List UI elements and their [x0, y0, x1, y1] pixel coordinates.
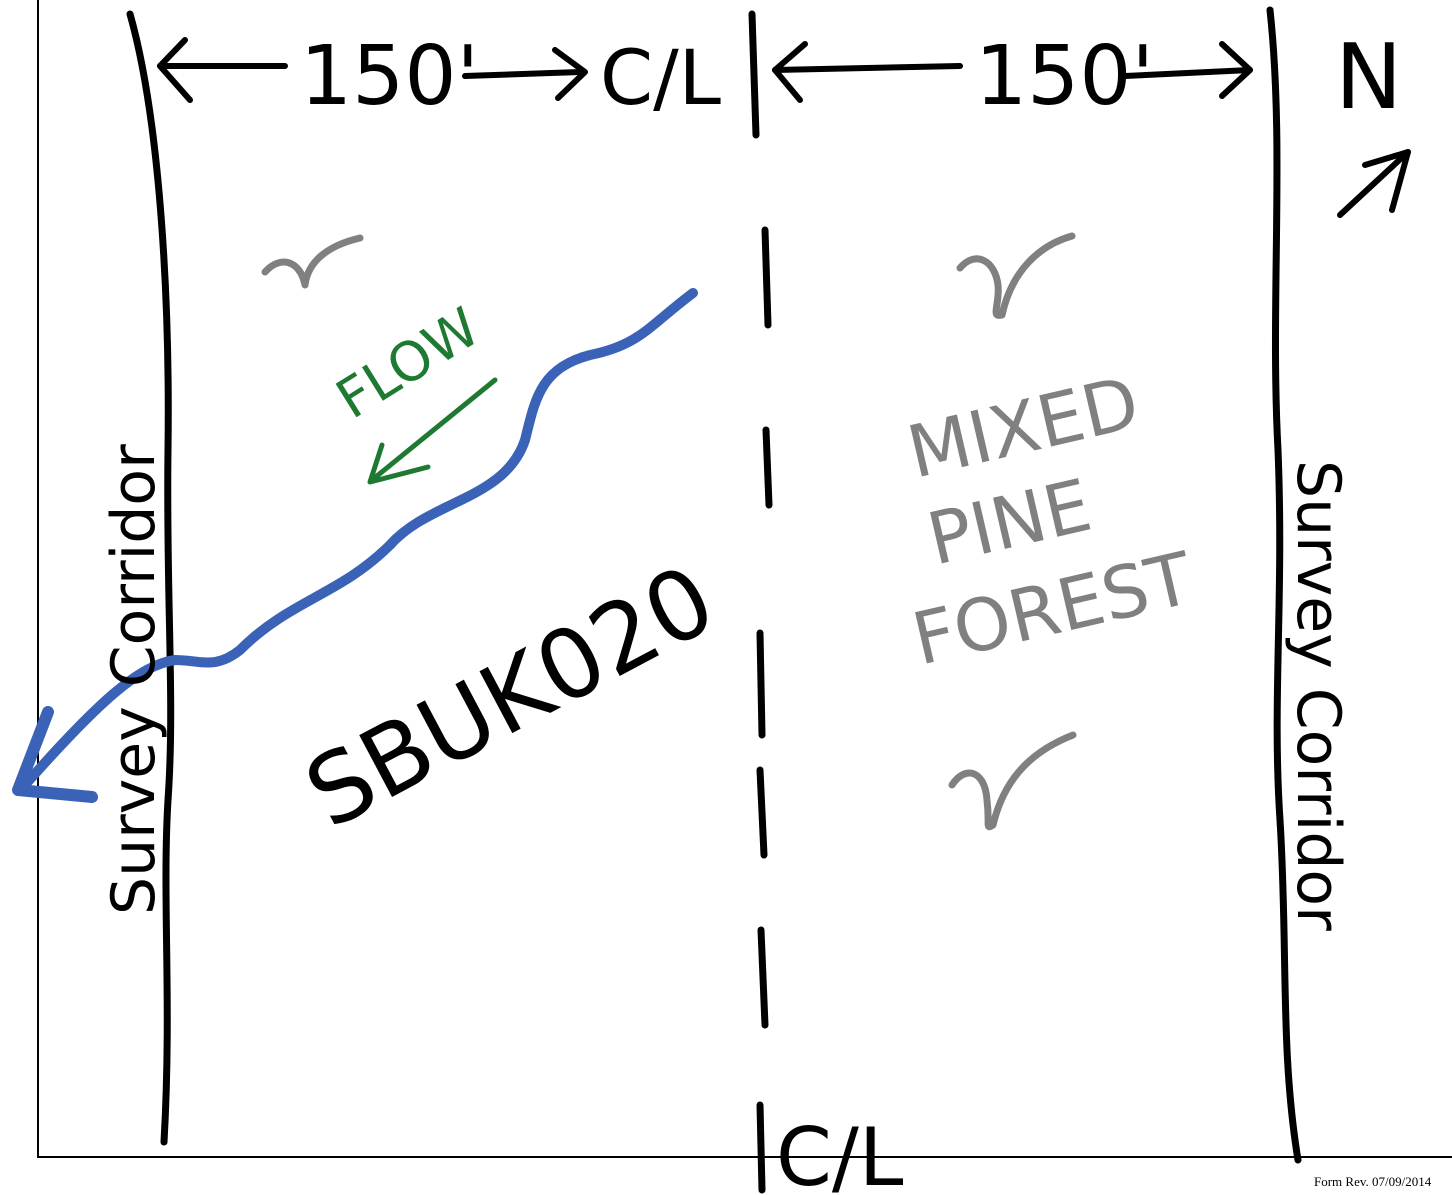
centerline-dashes — [756, 226, 773, 1194]
left-corridor-label: Survey Corridor — [99, 444, 169, 915]
stream-line — [20, 288, 698, 790]
arrow-head — [552, 47, 588, 101]
centerline-top-tick — [748, 10, 760, 139]
north-arrow-icon — [1337, 149, 1411, 218]
arrow-shaft — [462, 69, 583, 79]
centerline-dash — [756, 766, 768, 859]
right-corridor-label: Survey Corridor — [1283, 460, 1353, 931]
arrow-head — [1219, 41, 1253, 99]
width-label-right: 150' — [975, 29, 1154, 124]
centerline-dash — [762, 426, 773, 509]
right-corridor-boundary — [1266, 6, 1302, 1164]
stream-arrow-icon — [12, 706, 98, 803]
centerline-label-top: C/L — [600, 33, 721, 122]
flow-arrow-icon — [367, 377, 498, 485]
form-revision: Form Rev. 07/09/2014 — [1314, 1174, 1432, 1189]
vegetation-symbols — [261, 232, 1077, 831]
width-arrow-right — [772, 41, 1253, 103]
arrow-head — [772, 41, 808, 103]
vegetation-symbol-icon — [261, 234, 364, 289]
vegetation-symbol-icon — [948, 731, 1077, 831]
habitat-line-1: MIXED — [900, 360, 1147, 494]
centerline-label-bottom: C/L — [776, 1111, 904, 1195]
arrow-shaft — [772, 63, 963, 73]
width-label-left: 150' — [300, 29, 479, 124]
centerline-dash — [756, 1101, 766, 1194]
centerline-dash — [761, 226, 772, 329]
form-frame — [37, 0, 1452, 1158]
arrow-head — [157, 37, 193, 103]
flow-label: FLOW — [326, 295, 491, 431]
feature-id-label: SBUK020 — [288, 543, 732, 850]
centerline-dash — [757, 926, 769, 1029]
habitat-label: MIXED PINE FOREST — [900, 360, 1201, 681]
north-label: N — [1335, 25, 1402, 130]
centerline-dash — [756, 629, 766, 739]
width-arrow-left — [157, 37, 588, 103]
arrow-shaft — [1122, 67, 1253, 79]
vegetation-symbol-icon — [956, 232, 1076, 319]
left-corridor-boundary — [126, 10, 175, 1146]
